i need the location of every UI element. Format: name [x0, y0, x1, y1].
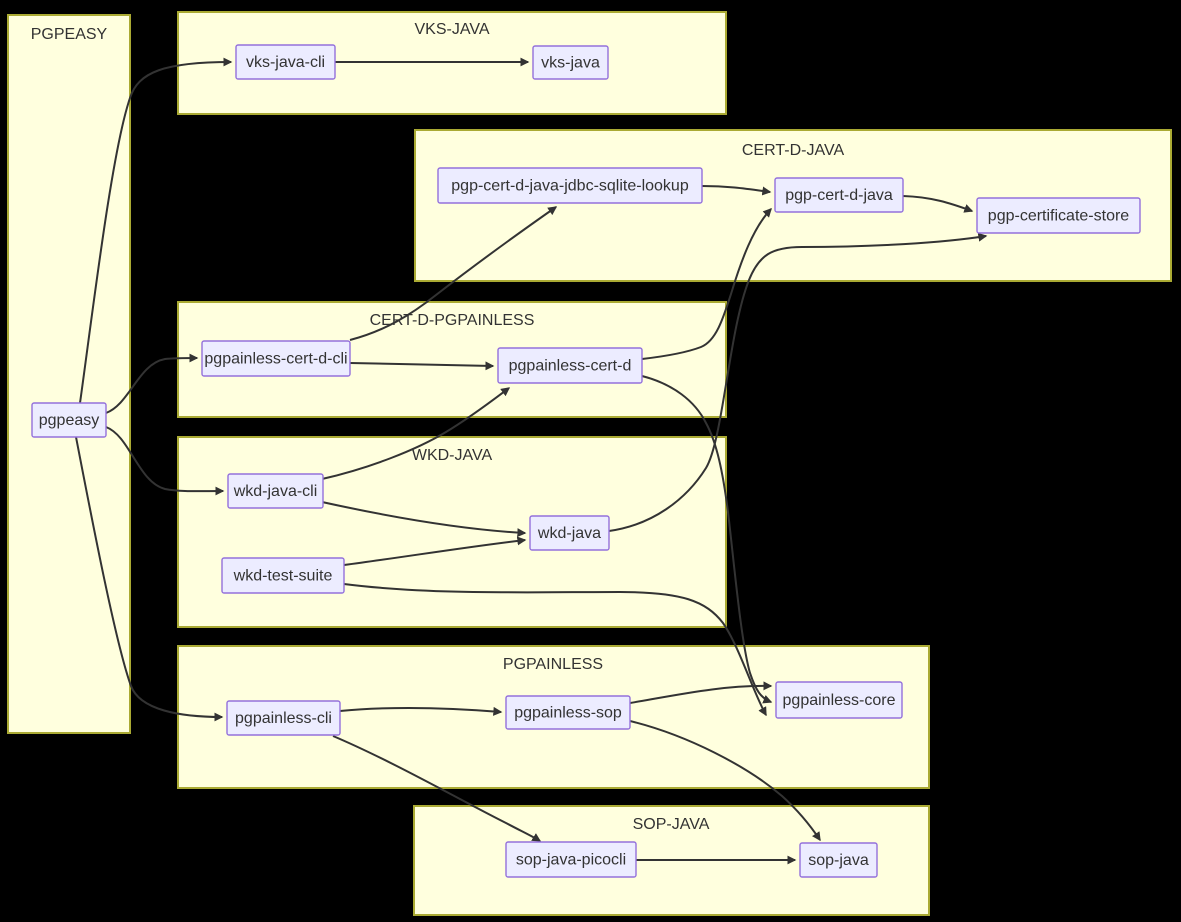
- node-rect-wkd-test-suite: [221, 557, 345, 594]
- node-pgpeasy: pgpeasy: [31, 402, 107, 438]
- subgraph-label-vks-java-group: VKS-JAVA: [415, 21, 490, 38]
- node-label-pgp-cert-d-java-jdbc-sqlite-lookup: pgp-cert-d-java-jdbc-sqlite-lookup: [451, 178, 689, 195]
- node-wkd-java-cli: wkd-java-cli: [227, 473, 324, 509]
- subgraph-label-wkd-java-group: WKD-JAVA: [412, 447, 493, 464]
- subgraph-pgpeasy-group: PGPEASY: [7, 14, 131, 734]
- node-vks-java: vks-java: [532, 45, 609, 80]
- node-pgp-cert-d-java: pgp-cert-d-java: [774, 177, 904, 213]
- edge-wkd-java-cli--wkd-java: [321, 501, 527, 538]
- node-label-pgpainless-cert-d: pgpainless-cert-d: [509, 358, 632, 375]
- node-label-sop-java: sop-java: [808, 852, 869, 869]
- edge-wkd-test-suite--wkd-java: [343, 536, 527, 566]
- node-label-wkd-java: wkd-java: [537, 525, 601, 542]
- node-rect-pgpainless-sop: [505, 695, 631, 730]
- edge-pgpainless-cert-d-cli--pgp-cert-d-java-jdbc-sqlite-lookup: [349, 206, 558, 341]
- edge-pgpainless-cli--pgpainless-sop: [339, 706, 503, 716]
- subgraph-rect-wkd-java-group: [177, 436, 727, 628]
- node-label-pgpeasy: pgpeasy: [39, 412, 100, 429]
- node-wkd-java: wkd-java: [529, 515, 610, 551]
- node-pgpainless-cli: pgpainless-cli: [226, 700, 341, 736]
- node-sop-java: sop-java: [799, 842, 878, 878]
- edge-pgpainless-sop--pgpainless-core: [629, 681, 773, 704]
- node-label-sop-java-picocli: sop-java-picocli: [516, 852, 626, 869]
- edge-wkd-java--pgp-certificate-store: [608, 232, 988, 532]
- node-pgpainless-cert-d-cli: pgpainless-cert-d-cli: [201, 340, 351, 377]
- node-rect-pgp-certificate-store: [976, 197, 1141, 234]
- node-sop-java-picocli: sop-java-picocli: [505, 841, 637, 878]
- node-rect-pgpeasy: [31, 402, 107, 438]
- edge-pgpainless-cert-d--pgp-cert-d-java: [641, 208, 772, 360]
- node-rect-pgpainless-cert-d-cli: [201, 340, 351, 377]
- node-rect-vks-java: [532, 45, 609, 80]
- edge-pgpainless-sop--sop-java: [629, 720, 821, 842]
- subgraph-label-cert-d-pgpainless-group: CERT-D-PGPAINLESS: [370, 312, 535, 329]
- node-pgpainless-cert-d: pgpainless-cert-d: [497, 347, 643, 384]
- node-pgpainless-sop: pgpainless-sop: [505, 695, 631, 730]
- subgraph-label-cert-d-java-group: CERT-D-JAVA: [742, 142, 845, 159]
- edge-pgpainless-cert-d--pgpainless-core: [641, 375, 773, 704]
- node-label-pgpainless-core: pgpainless-core: [783, 692, 896, 709]
- node-vks-java-cli: vks-java-cli: [235, 44, 336, 80]
- node-rect-wkd-java: [529, 515, 610, 551]
- node-rect-pgp-cert-d-java-jdbc-sqlite-lookup: [437, 167, 703, 204]
- node-label-pgp-cert-d-java: pgp-cert-d-java: [785, 187, 893, 204]
- node-pgp-certificate-store: pgp-certificate-store: [976, 197, 1141, 234]
- node-pgp-cert-d-java-jdbc-sqlite-lookup: pgp-cert-d-java-jdbc-sqlite-lookup: [437, 167, 703, 204]
- edge-pgpainless-cert-d-cli--pgpainless-cert-d: [349, 361, 495, 371]
- edge-pgpeasy--pgpainless-cli: [75, 436, 224, 722]
- edge-pgpeasy--pgpainless-cert-d-cli: [105, 353, 199, 414]
- node-rect-pgpainless-cert-d: [497, 347, 643, 384]
- node-label-pgpainless-cli: pgpainless-cli: [235, 710, 332, 727]
- node-wkd-test-suite: wkd-test-suite: [221, 557, 345, 594]
- node-rect-pgpainless-cli: [226, 700, 341, 736]
- node-rect-wkd-java-cli: [227, 473, 324, 509]
- node-rect-sop-java-picocli: [505, 841, 637, 878]
- node-label-pgpainless-cert-d-cli: pgpainless-cert-d-cli: [204, 351, 347, 368]
- node-label-pgp-certificate-store: pgp-certificate-store: [988, 208, 1129, 225]
- subgraph-wkd-java-group: WKD-JAVA: [177, 436, 727, 628]
- node-rect-pgp-cert-d-java: [774, 177, 904, 213]
- node-rect-pgpainless-core: [775, 681, 903, 719]
- edge-pgpeasy--vks-java-cli: [79, 57, 233, 404]
- subgraph-label-pgpainless-group: PGPAINLESS: [503, 656, 603, 673]
- edge-pgpeasy--wkd-java-cli: [105, 426, 225, 496]
- node-label-vks-java-cli: vks-java-cli: [246, 54, 325, 71]
- node-rect-vks-java-cli: [235, 44, 336, 80]
- node-label-pgpainless-sop: pgpainless-sop: [514, 705, 622, 722]
- subgraph-label-sop-java-group: SOP-JAVA: [633, 816, 710, 833]
- subgraph-rect-pgpeasy-group: [7, 14, 131, 734]
- edge-pgpainless-cli--sop-java-picocli: [332, 735, 542, 842]
- edge-wkd-test-suite--pgpainless-core: [343, 583, 767, 717]
- node-pgpainless-core: pgpainless-core: [775, 681, 903, 719]
- edge-wkd-java-cli--pgpainless-cert-d: [321, 387, 511, 480]
- subgraph-label-pgpeasy-group: PGPEASY: [31, 26, 108, 43]
- edge-pgp-cert-d-java--pgp-certificate-store: [902, 195, 974, 213]
- node-label-wkd-test-suite: wkd-test-suite: [233, 568, 333, 585]
- edge-pgp-cert-d-java-jdbc-sqlite-lookup--pgp-cert-d-java: [701, 185, 772, 196]
- node-rect-sop-java: [799, 842, 878, 878]
- node-label-vks-java: vks-java: [541, 55, 600, 72]
- node-label-wkd-java-cli: wkd-java-cli: [233, 483, 318, 500]
